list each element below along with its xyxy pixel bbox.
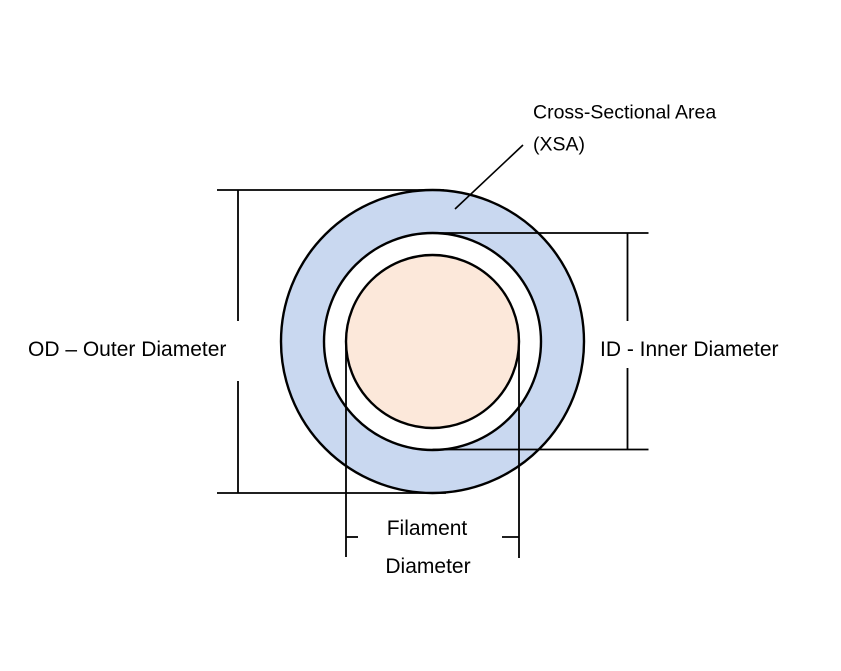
filament-circle bbox=[344, 253, 521, 430]
outer-diameter-label: OD – Outer Diameter bbox=[28, 338, 226, 361]
xsa-label-line1: Cross-Sectional Area bbox=[533, 102, 716, 124]
tube-cross-section-group bbox=[279, 188, 586, 495]
xsa-label-line2: (XSA) bbox=[533, 134, 585, 156]
id-dimension-group bbox=[432, 232, 649, 451]
filament-diameter-label-line2: Diameter bbox=[385, 555, 470, 578]
inner-diameter-label: ID - Inner Diameter bbox=[600, 338, 779, 361]
filament-dimension-group bbox=[345, 341, 520, 558]
filament-diameter-label-line1: Filament bbox=[387, 517, 468, 540]
od-dimension-group bbox=[217, 189, 446, 494]
xsa-leader-line bbox=[454, 144, 524, 210]
